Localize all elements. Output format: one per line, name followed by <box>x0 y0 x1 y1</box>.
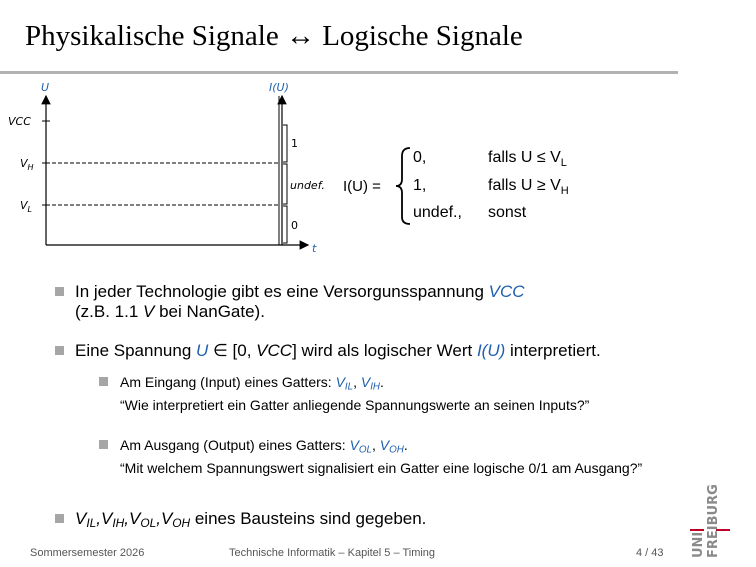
bullet-vcc: In jeder Technologie gibt es eine Versor… <box>55 282 715 322</box>
bracket-undef <box>283 163 288 205</box>
vl-label: VL <box>20 199 32 214</box>
svg-text:UNI: UNI <box>691 532 706 558</box>
footer-semester: Sommersemester 2026 <box>30 547 145 559</box>
bullet-square-icon <box>55 346 64 355</box>
case-0-value: 0, <box>413 149 426 166</box>
formula-lhs: I(U) = <box>343 178 381 195</box>
bullet-interpretation: Eine Spannung U ∈ [0, VCC] wird als logi… <box>55 341 715 361</box>
footer-course: Technische Informatik – Kapitel 5 – Timi… <box>229 547 436 559</box>
subbullet-output: Am Ausgang (Output) eines Gatters: VOL, … <box>99 436 680 477</box>
bracket-1 <box>283 124 288 163</box>
case-1-value: 1, <box>413 177 426 194</box>
formula-brace <box>395 147 411 225</box>
bullet-square-icon <box>99 377 108 386</box>
bullet-square-icon <box>99 440 108 449</box>
case-2-value: undef., <box>413 204 462 221</box>
case-2-cond: sonst <box>488 204 527 221</box>
bracket-0 <box>283 205 288 244</box>
case-0-cond: falls U ≤ VL <box>488 149 567 169</box>
bracket-0-label: 0 <box>291 219 298 232</box>
vh-label: VH <box>20 157 34 172</box>
bullet-given: VIL,VIH,VOL,VOH eines Bausteins sind geg… <box>55 509 715 533</box>
vcc-label: VCC <box>8 115 31 128</box>
axis-u-label: U <box>41 81 49 94</box>
bracket-undef-label: undef. <box>290 179 325 192</box>
footer-page-number: 4 / 43 <box>636 547 664 559</box>
page-title: Physikalische Signale ↔ Logische Signale <box>25 20 523 52</box>
bullet-square-icon <box>55 287 64 296</box>
subbullet-input: Am Eingang (Input) eines Gatters: VIL, V… <box>99 373 680 414</box>
university-logo-icon: UNI FREIBURG <box>690 484 730 558</box>
case-1-cond: falls U ≥ VH <box>488 177 569 197</box>
axis-iu-label: I(U) <box>269 81 289 94</box>
bracket-1-label: 1 <box>291 137 298 150</box>
axis-t-label: t <box>312 242 317 255</box>
title-rule <box>0 71 678 74</box>
bullet-square-icon <box>55 514 64 523</box>
signal-diagram: U I(U) t VCC VH VL 1 undef. 0 I(U) = 0, … <box>8 81 569 255</box>
svg-text:FREIBURG: FREIBURG <box>706 484 721 558</box>
